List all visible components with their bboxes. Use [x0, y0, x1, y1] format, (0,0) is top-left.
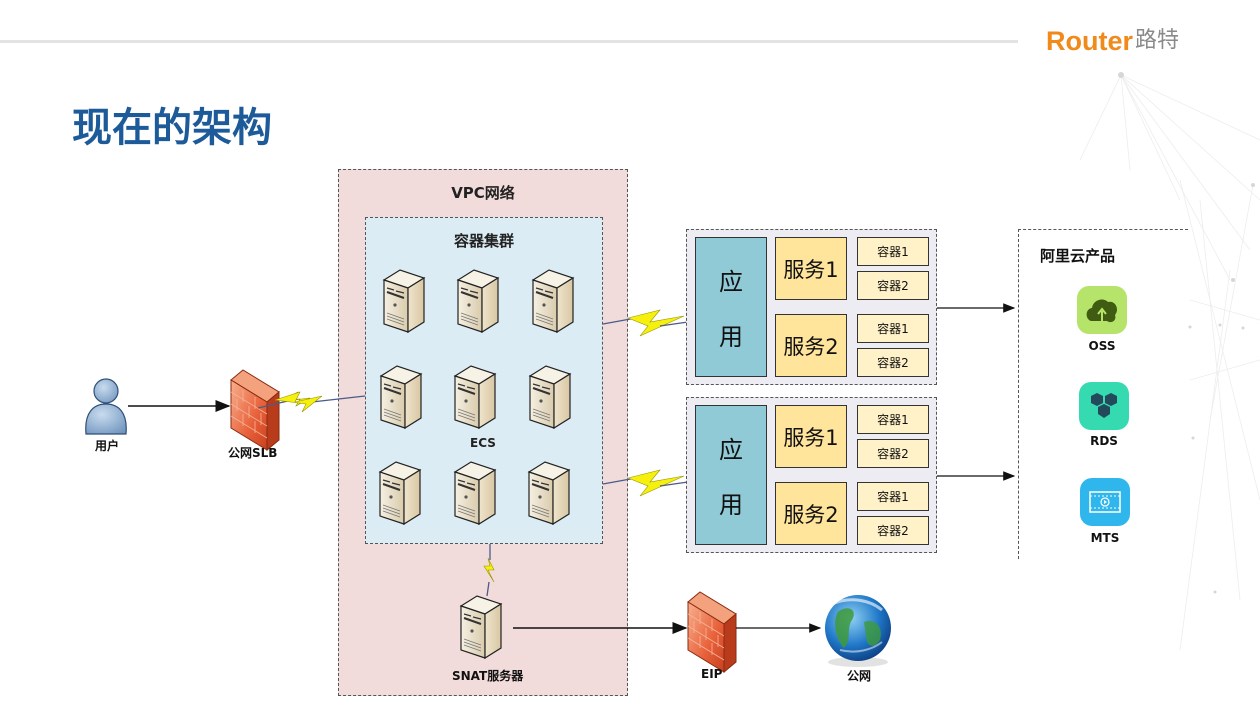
router-logo: Router 路特 — [1046, 26, 1179, 56]
app-char: 应 — [719, 268, 743, 296]
server-icon — [380, 365, 422, 429]
container-block: 容器1 — [857, 314, 929, 343]
ecs-server-grid — [379, 269, 574, 525]
snat-label: SNAT服务器 — [452, 669, 524, 683]
slb-firewall-icon — [230, 369, 280, 451]
vpc-label: VPC网络 — [451, 184, 515, 202]
server-icon — [529, 365, 571, 429]
rds-hexagons-icon — [1079, 382, 1129, 430]
eip-firewall-icon — [687, 591, 737, 673]
globe-icon — [825, 595, 891, 667]
mts-film-icon — [1080, 478, 1130, 526]
internet-label: 公网 — [847, 669, 872, 683]
server-icon — [454, 365, 496, 429]
user-icon — [85, 378, 127, 435]
lightning-bolt-icon — [274, 391, 323, 413]
server-icon — [383, 269, 425, 333]
container-block: 容器2 — [857, 348, 929, 377]
server-icon — [454, 461, 496, 525]
app-char: 用 — [719, 323, 743, 351]
products-title: 阿里云产品 — [1040, 247, 1116, 265]
rds-label: RDS — [1090, 434, 1118, 448]
link-cluster-to-app-group-1 — [602, 309, 689, 337]
container-block: 容器1 — [857, 405, 929, 434]
server-icon — [528, 461, 570, 525]
container-block: 容器1 — [857, 482, 929, 511]
slide-title: 现在的架构 — [72, 105, 272, 151]
eip-label: EIP — [701, 667, 723, 681]
app-char: 用 — [719, 491, 743, 519]
link-cluster-to-app-group-2 — [602, 469, 689, 497]
cluster-label: 容器集群 — [453, 232, 514, 250]
app-char: 应 — [719, 436, 743, 464]
server-icon — [379, 461, 421, 525]
logo-text-cn: 路特 — [1135, 28, 1180, 53]
container-block: 容器1 — [857, 237, 929, 266]
service-block: 服务1 — [775, 405, 847, 468]
link-cluster-to-snat — [483, 544, 495, 597]
container-block: 容器2 — [857, 516, 929, 545]
slb-label: 公网SLB — [228, 446, 278, 460]
user-label: 用户 — [95, 439, 120, 453]
oss-label: OSS — [1088, 339, 1116, 353]
header-divider — [0, 40, 1018, 43]
mts-label: MTS — [1090, 531, 1120, 545]
container-block: 容器2 — [857, 439, 929, 468]
logo-text-en: Router — [1046, 26, 1133, 56]
app-block: 应 用 — [695, 405, 767, 545]
server-icon — [532, 269, 574, 333]
server-icon — [457, 269, 499, 333]
service-block: 服务2 — [775, 482, 847, 545]
snat-server-icon — [460, 595, 502, 659]
app-block: 应 用 — [695, 237, 767, 377]
ecs-label: ECS — [470, 436, 496, 450]
service-block: 服务2 — [775, 314, 847, 377]
container-block: 容器2 — [857, 271, 929, 300]
service-block: 服务1 — [775, 237, 847, 300]
aliyun-products-region — [1018, 229, 1188, 559]
oss-cloud-upload-icon — [1077, 286, 1127, 334]
